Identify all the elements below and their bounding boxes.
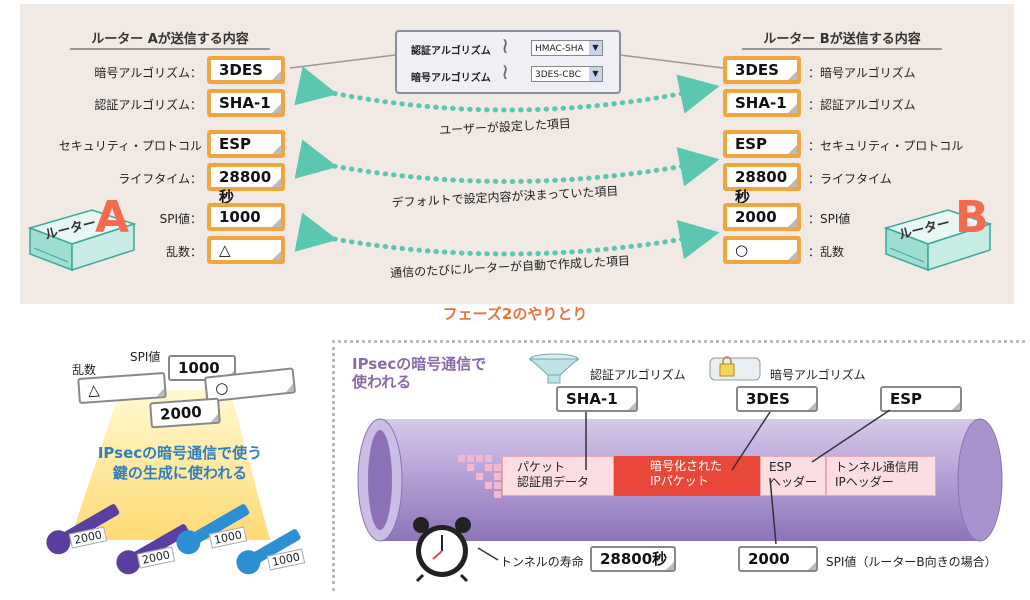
router-b-letter: B (955, 192, 989, 243)
router-a-value-lifetime: 28800秒 (207, 163, 285, 206)
router-b-value-protocol: ESP (723, 130, 801, 158)
attr-label-a: 暗号アルゴリズム： (94, 66, 202, 80)
ipsec-title: IPsecの暗号通信で 使われる (352, 355, 486, 391)
auth-select-value: HMAC-SHA (535, 44, 584, 54)
router-a-value-encryption: 3DES (207, 56, 285, 84)
attr-label-b: ：ライフタイム (808, 172, 892, 186)
segment-enc-line1: 暗号化された (650, 459, 723, 473)
ipsec-auth-label: 認証アルゴリズム (590, 368, 686, 382)
router-a-value-protocol: ESP (207, 130, 285, 158)
router-b-icon (883, 209, 993, 272)
segment-enc-line2: IPパケット (650, 474, 709, 488)
lifetime-label: トンネルの寿命 (500, 555, 584, 569)
segment-tunnel-line1: トンネル通信用 (835, 460, 919, 474)
segment-tunnel-ip-header: トンネル通信用 IPヘッダー (826, 456, 936, 496)
random-label: 乱数 (72, 363, 97, 377)
ipsec-enc-value: 3DES (736, 386, 818, 412)
segment-auth-line2: 認証用データ (517, 475, 590, 489)
attr-label-a: 認証アルゴリズム： (94, 98, 202, 112)
ipsec-protocol-value: ESP (880, 386, 962, 412)
phase2-title: フェーズ2のやりとり (442, 305, 588, 323)
router-a-value-spi: 1000 (207, 203, 285, 231)
attr-label-a: セキュリティ・プロトコル (58, 139, 202, 153)
ipsec-enc-label: 暗号アルゴリズム (770, 368, 866, 382)
router-b-value-lifetime: 28800秒 (723, 163, 801, 206)
attr-label-b: ：SPI値 (808, 212, 851, 226)
attr-label-b: ：セキュリティ・プロトコル (808, 139, 964, 153)
key-spi-1000: 1000 (168, 355, 236, 381)
attr-label-b: ：乱数 (808, 245, 845, 259)
funnel-icon (528, 353, 580, 384)
chevron-down-icon[interactable]: ▼ (589, 41, 602, 55)
attr-label-a: ライフタイム： (118, 172, 202, 186)
exchange-arrows (294, 66, 720, 260)
segment-encrypted-packet: 暗号化された IPパケット (614, 456, 760, 496)
attr-label-b: ：認証アルゴリズム (808, 98, 916, 112)
key-glow (70, 390, 270, 540)
ipsec-title-line1: IPsecの暗号通信で (352, 355, 487, 373)
router-a-value-auth: SHA-1 (207, 89, 285, 117)
router-a-icon (27, 209, 137, 272)
attr-label-b: ：暗号アルゴリズム (808, 66, 916, 80)
router-b-value-encryption: 3DES (723, 56, 801, 84)
router-b-value-auth: SHA-1 (723, 89, 801, 117)
router-a-letter: A (95, 192, 130, 243)
dialog-auth-label: 認証アルゴリズム (411, 46, 491, 57)
router-a-value-random: △ (207, 236, 285, 264)
lock-icon (709, 356, 761, 381)
attr-label-a: 乱数： (165, 245, 202, 259)
alarm-clock-icon (413, 517, 471, 583)
spi-label: SPI値 (130, 350, 161, 364)
segment-auth-line1: パケット (517, 460, 566, 474)
segment-esp-line1: ESP (769, 460, 792, 474)
ipsec-title-line2: 使われる (352, 373, 412, 391)
segment-esp-line2: ヘッダー (769, 475, 818, 489)
router-b-value-spi: 2000 (723, 203, 801, 231)
key-caption-line1: IPsecの暗号通信で使う (97, 444, 263, 462)
key-caption: IPsecの暗号通信で使う 鍵の生成に使われる (70, 443, 290, 483)
spi-value: 2000 (738, 546, 818, 572)
ipsec-usage-panel (332, 340, 1025, 591)
segment-tunnel-line2: IPヘッダー (835, 475, 894, 489)
auth-algorithm-select[interactable]: HMAC-SHA ▼ (531, 40, 603, 56)
wave-separator: ≀ (501, 34, 510, 59)
router-a-header: ルーター Aが送信する内容 (70, 28, 270, 50)
dialog-connector-lines (289, 54, 724, 69)
key-caption-line2: 鍵の生成に使われる (112, 464, 248, 482)
lifetime-value: 28800秒 (590, 546, 676, 572)
attr-label-a: SPI値： (159, 212, 202, 226)
spi-direction-label: SPI値（ルーターB向きの場合） (826, 555, 997, 569)
ipsec-auth-value: SHA-1 (556, 386, 638, 412)
router-b-value-random: ○ (723, 236, 801, 264)
segment-auth-data: パケット 認証用データ (502, 456, 614, 496)
router-b-header: ルーター Bが送信する内容 (742, 28, 942, 50)
